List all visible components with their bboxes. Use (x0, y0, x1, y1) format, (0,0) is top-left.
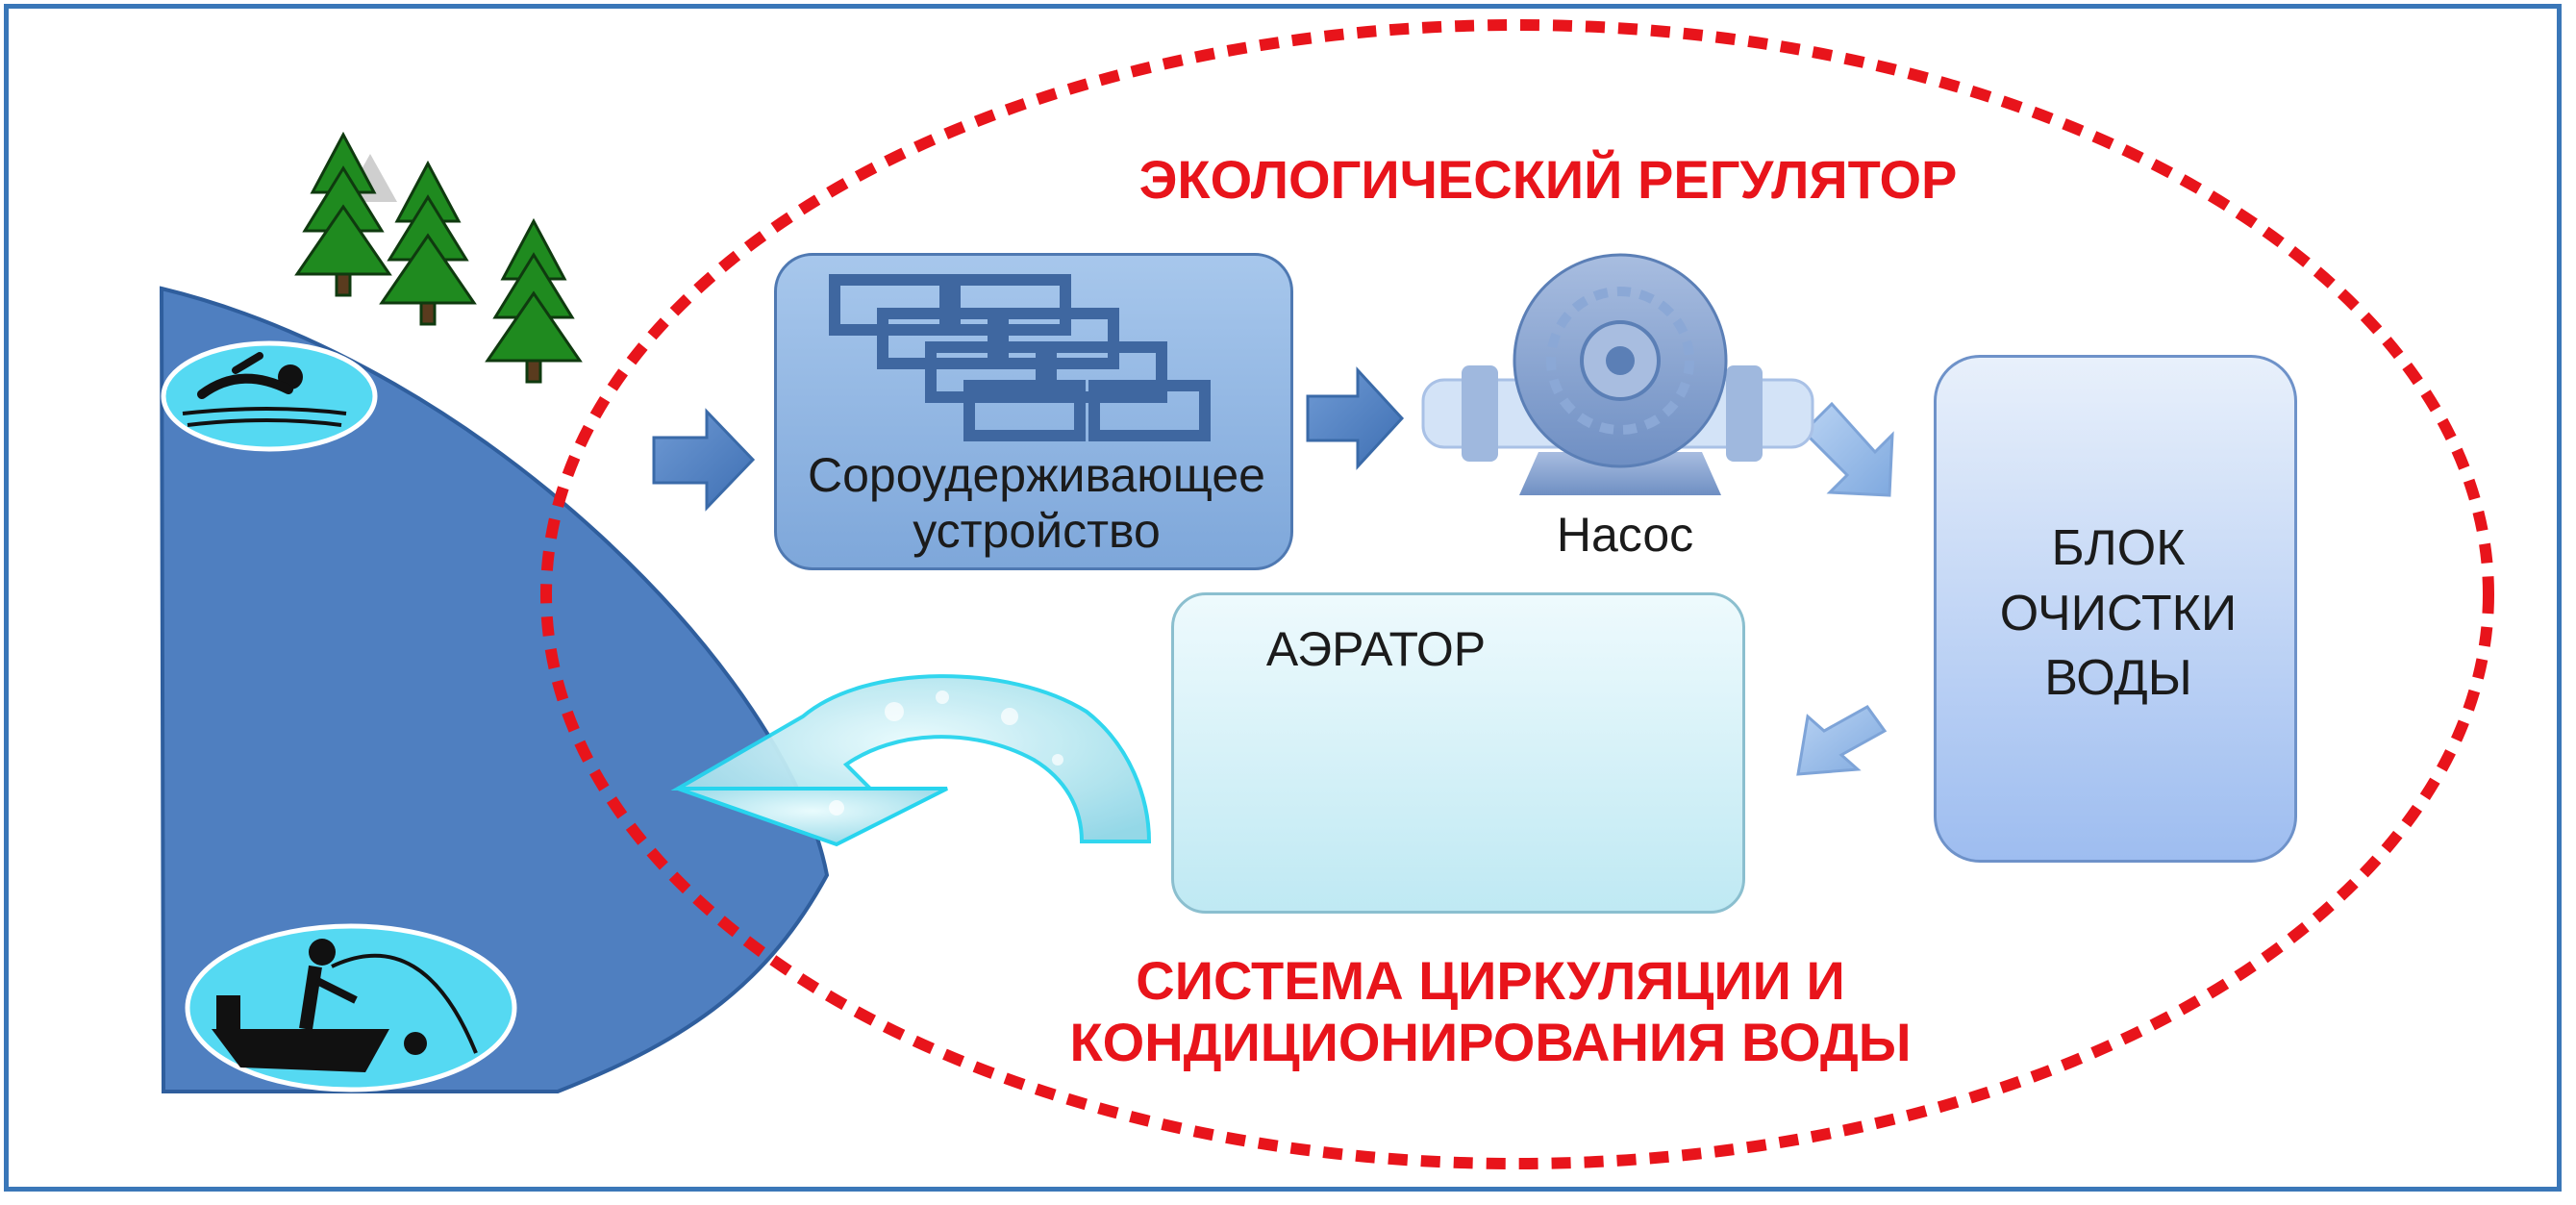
tree-icon (294, 131, 583, 384)
swimmer-icon (161, 340, 378, 452)
arrow-filter-to-aerator (1796, 705, 1888, 776)
filter-label-line1: БЛОК (2051, 520, 2186, 576)
grid-screen-icon (829, 274, 1211, 441)
circulation-title-line1: СИСТЕМА ЦИРКУЛЯЦИИ И (1136, 950, 1845, 1011)
filter-label-line3: ВОДЫ (2044, 650, 2192, 707)
circulation-title: СИСТЕМА ЦИРКУЛЯЦИИ И КОНДИЦИОНИРОВАНИЯ В… (1058, 950, 1923, 1074)
arrow-pump-to-filter (1801, 401, 1894, 497)
fisherman-boat-icon (185, 923, 517, 1092)
filter-label-line2: ОЧИСТКИ (1999, 585, 2238, 641)
screen-device-label-line1: Сороудерживающее (808, 448, 1265, 502)
circulation-title-line2: КОНДИЦИОНИРОВАНИЯ ВОДЫ (1069, 1012, 1912, 1073)
arrow-screen-to-pump (1306, 366, 1405, 470)
eco-regulator-title: ЭКОЛОГИЧЕСКИЙ РЕГУЛЯТОР (1138, 149, 1958, 210)
screen-device-box: Сороудерживающее устройство (774, 253, 1293, 570)
eco-regulator-boundary (540, 19, 2494, 1169)
water-return-arrow (670, 674, 1152, 847)
pump-label: Насос (1556, 508, 1694, 562)
arrow-lake-to-screen (652, 408, 756, 512)
screen-device-label-line2: устройство (913, 503, 1161, 558)
aerator-label: АЭРАТОР (1265, 622, 1487, 676)
pump-icon (1421, 253, 1814, 495)
water-treatment-block: БЛОК ОЧИСТКИ ВОДЫ (1934, 355, 2297, 863)
aerator-box: АЭРАТОР (1171, 592, 1745, 914)
